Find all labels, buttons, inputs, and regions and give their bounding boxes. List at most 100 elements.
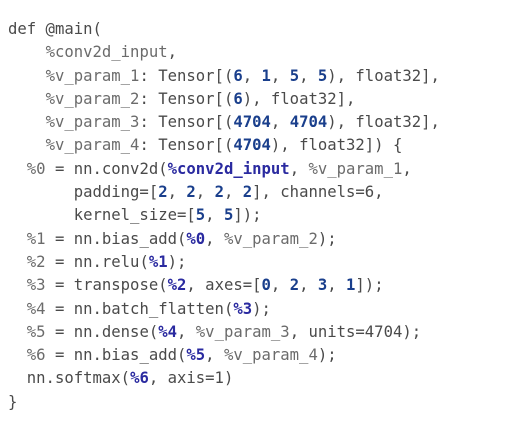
- code-indent: [8, 300, 27, 318]
- code-token-text: = nn.bias_add(: [45, 229, 187, 248]
- code-line: %v_param_1: Tensor[(6, 1, 5, 5), float32…: [8, 65, 506, 88]
- code-token-var: %v_param_2: [223, 229, 318, 248]
- code-token-ref: %0: [186, 229, 206, 248]
- code-token-text: def @main(: [8, 20, 102, 38]
- code-indent: [8, 183, 74, 201]
- code-token-text: ,: [270, 66, 290, 85]
- code-token-var: %v_param_1: [308, 159, 403, 178]
- code-token-var: %conv2d_input: [45, 43, 168, 62]
- code-token-num: 1: [346, 276, 356, 295]
- code-line: %conv2d_input,: [8, 41, 506, 64]
- code-token-text: ,: [270, 276, 290, 295]
- code-token-var: %5: [26, 322, 46, 341]
- code-token-text: ]);: [355, 276, 384, 295]
- code-line: %3 = transpose(%2, axes=[0, 2, 3, 1]);: [8, 274, 506, 297]
- code-line: %v_param_3: Tensor[(4704, 4704), float32…: [8, 111, 506, 134]
- code-indent: [8, 230, 27, 248]
- code-token-var: %4: [26, 299, 46, 318]
- code-token-num: 4704: [233, 136, 271, 155]
- code-line: %v_param_4: Tensor[(4704), float32]) {: [8, 134, 506, 157]
- code-line: }: [8, 391, 506, 414]
- code-token-num: 6: [233, 66, 243, 85]
- code-token-text: ,: [289, 159, 309, 178]
- code-token-text: : Tensor[(: [139, 89, 234, 108]
- code-indent: [8, 253, 27, 271]
- code-token-text: ,: [223, 183, 243, 202]
- code-token-text: = nn.relu(: [45, 252, 149, 271]
- code-token-text: ,: [402, 159, 412, 178]
- code-token-ref: %conv2d_input: [167, 159, 290, 178]
- code-token-text: = nn.dense(: [45, 322, 159, 341]
- code-token-var: %v_param_3: [45, 113, 140, 132]
- code-token-num: 2: [214, 183, 224, 202]
- code-token-var: %v_param_4: [45, 136, 140, 155]
- code-token-text: ,: [299, 276, 318, 295]
- code-token-text: );: [252, 299, 271, 318]
- code-token-ref: %6: [130, 369, 149, 388]
- code-indent: [8, 160, 27, 178]
- code-token-text: ,: [167, 183, 187, 202]
- code-line: %0 = nn.conv2d(%conv2d_input, %v_param_1…: [8, 158, 506, 181]
- code-token-text: ]);: [233, 206, 262, 225]
- code-indent: [8, 276, 27, 294]
- code-token-text: );: [167, 252, 187, 271]
- code-token-text: }: [8, 392, 18, 411]
- code-token-var: %v_param_4: [223, 346, 318, 365]
- code-token-text: kernel_size=[: [73, 206, 196, 225]
- code-token-var: %v_param_2: [45, 89, 140, 108]
- code-token-num: 5: [223, 206, 234, 225]
- code-line: padding=[2, 2, 2, 2], channels=6,: [8, 181, 506, 204]
- code-indent: [8, 43, 46, 61]
- code-token-num: 2: [158, 183, 168, 202]
- code-line: nn.softmax(%6, axis=1): [8, 367, 506, 390]
- code-token-text: ,: [327, 276, 347, 295]
- code-indent: [8, 369, 27, 387]
- code-token-ref: %1: [148, 252, 168, 271]
- code-line: %6 = nn.bias_add(%5, %v_param_4);: [8, 344, 506, 367]
- code-token-text: ,: [299, 66, 318, 85]
- code-indent: [8, 90, 46, 108]
- code-token-text: ,: [205, 229, 224, 248]
- code-token-var: %v_param_1: [45, 66, 140, 85]
- code-token-num: 0: [261, 276, 271, 295]
- code-indent: [8, 323, 27, 341]
- code-token-text: ,: [270, 113, 290, 132]
- code-token-text: ), float32],: [327, 113, 440, 132]
- code-token-ref: %5: [186, 346, 206, 365]
- code-token-text: : Tensor[(: [139, 66, 234, 85]
- code-token-var: %3: [26, 276, 46, 295]
- code-line: %2 = nn.relu(%1);: [8, 251, 506, 274]
- code-token-text: );: [317, 346, 337, 365]
- code-token-var: %v_param_3: [195, 322, 290, 341]
- code-line: %5 = nn.dense(%4, %v_param_3, units=4704…: [8, 321, 506, 344]
- code-indent: [8, 67, 46, 85]
- code-token-text: ], channels=6,: [252, 183, 384, 202]
- code-token-ref: %3: [233, 299, 253, 318]
- code-token-text: = transpose(: [45, 276, 168, 295]
- code-token-text: = nn.conv2d(: [45, 159, 168, 178]
- code-token-var: %0: [26, 159, 46, 178]
- code-token-num: 5: [195, 206, 206, 225]
- code-token-num: 4704: [289, 113, 328, 132]
- code-token-text: ,: [205, 206, 224, 225]
- code-token-var: %1: [26, 229, 46, 248]
- code-token-ref: %2: [167, 276, 187, 295]
- code-token-text: = nn.batch_flatten(: [45, 299, 234, 318]
- code-token-text: ), float32],: [327, 66, 440, 85]
- code-token-num: 5: [289, 66, 300, 85]
- code-token-num: 5: [317, 66, 328, 85]
- code-token-num: 2: [186, 183, 196, 202]
- code-token-text: ,: [177, 322, 196, 341]
- code-token-text: ), float32]) {: [270, 136, 403, 155]
- code-token-var: %2: [26, 252, 46, 271]
- code-token-text: nn.softmax(: [26, 369, 131, 388]
- code-token-num: 6: [233, 89, 243, 108]
- code-token-text: , axis=1): [148, 369, 234, 388]
- code-indent: [8, 346, 27, 364]
- code-token-text: padding=[: [73, 183, 159, 202]
- code-indent: [8, 206, 74, 224]
- code-token-ref: %4: [158, 322, 178, 341]
- code-token-text: ,: [195, 183, 215, 202]
- code-token-text: ), float32],: [242, 89, 356, 108]
